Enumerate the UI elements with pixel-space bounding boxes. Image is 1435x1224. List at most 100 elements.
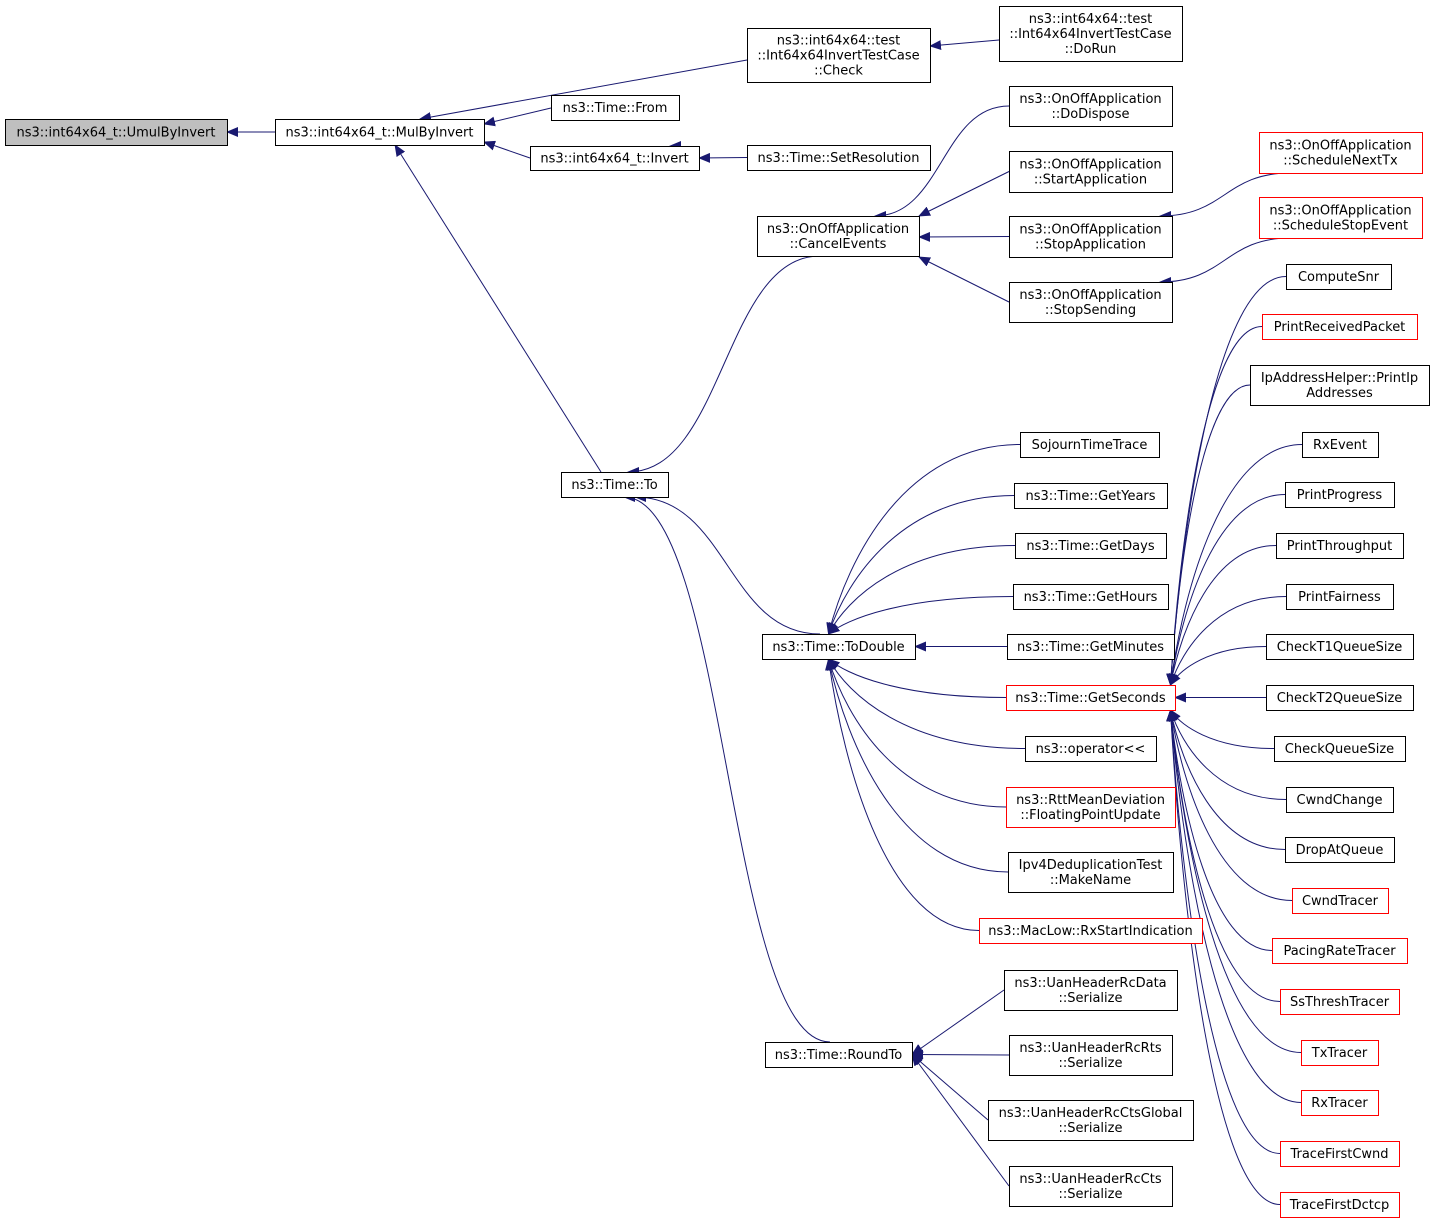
- node-ssthresh[interactable]: SsThreshTracer: [1280, 989, 1400, 1015]
- node-box: [1266, 634, 1414, 660]
- node-printrecv[interactable]: PrintReceivedPacket: [1262, 314, 1418, 340]
- node-dorun[interactable]: ns3::int64x64::test::Int64x64InvertTestC…: [999, 6, 1183, 62]
- node-label: ns3::Time::GetSeconds: [1015, 691, 1166, 706]
- node-checkt2[interactable]: CheckT2QueueSize: [1266, 685, 1414, 711]
- call-edge: [1166, 709, 1273, 951]
- call-edge: [826, 658, 1007, 808]
- node-printthru[interactable]: PrintThroughput: [1276, 533, 1404, 559]
- node-rxtracer[interactable]: RxTracer: [1301, 1090, 1379, 1116]
- call-edge: [911, 1053, 989, 1121]
- node-box: [1280, 1192, 1400, 1218]
- node-label: ::Serialize: [1059, 1056, 1123, 1071]
- node-check[interactable]: ns3::int64x64::test::Int64x64InvertTestC…: [747, 28, 931, 83]
- call-edge: [1167, 494, 1286, 686]
- node-label: ns3::operator<<: [1036, 742, 1146, 757]
- node-stopsend[interactable]: ns3::OnOffApplication::StopSending: [1009, 282, 1173, 323]
- node-label: ::Serialize: [1059, 1187, 1123, 1202]
- node-label: SojournTimeTrace: [1032, 438, 1148, 453]
- call-edge: [825, 658, 980, 931]
- node-dodispose[interactable]: ns3::OnOffApplication::DoDispose: [1009, 86, 1173, 127]
- node-label: ::Check: [814, 64, 863, 79]
- node-uanglobal[interactable]: ns3::UanHeaderRcCtsGlobal::Serialize: [988, 1100, 1194, 1141]
- call-edge: [918, 231, 1010, 242]
- call-edge: [394, 144, 602, 473]
- node-startapp[interactable]: ns3::OnOffApplication::StartApplication: [1009, 151, 1173, 193]
- node-label: ns3::UanHeaderRcData: [1014, 976, 1166, 991]
- node-box: [1280, 1141, 1400, 1167]
- node-setres[interactable]: ns3::Time::SetResolution: [747, 145, 931, 171]
- node-uancts[interactable]: ns3::UanHeaderRcCts::Serialize: [1009, 1166, 1173, 1207]
- node-cwndchange[interactable]: CwndChange: [1286, 787, 1394, 813]
- node-stopapp[interactable]: ns3::OnOffApplication::StopApplication: [1009, 216, 1173, 258]
- node-rxevent[interactable]: RxEvent: [1302, 432, 1379, 458]
- node-days[interactable]: ns3::Time::GetDays: [1015, 533, 1167, 559]
- node-oplt[interactable]: ns3::operator<<: [1025, 736, 1157, 762]
- call-edge: [828, 658, 1026, 749]
- node-seconds[interactable]: ns3::Time::GetSeconds: [1006, 685, 1176, 711]
- node-printfair[interactable]: PrintFairness: [1286, 584, 1394, 610]
- node-label: ::Int64x64InvertTestCase: [1009, 27, 1171, 42]
- node-box: [1266, 685, 1414, 711]
- call-edge: [1167, 444, 1303, 686]
- node-cwndtracer[interactable]: CwndTracer: [1292, 888, 1389, 914]
- edge-layer: [226, 39, 1303, 1205]
- node-box: [1009, 151, 1173, 193]
- node-todouble[interactable]: ns3::Time::ToDouble: [762, 634, 916, 660]
- node-label: TxTracer: [1311, 1046, 1368, 1061]
- node-label: ns3::UanHeaderRcCts: [1019, 1172, 1161, 1187]
- node-box: [1285, 837, 1395, 863]
- node-hours[interactable]: ns3::Time::GetHours: [1013, 584, 1169, 610]
- node-tracedctcp[interactable]: TraceFirstDctcp: [1280, 1192, 1400, 1218]
- node-printprog[interactable]: PrintProgress: [1285, 482, 1395, 508]
- call-edge: [1159, 172, 1291, 221]
- node-umul[interactable]: ns3::int64x64_t::UmulByInvert: [5, 119, 228, 146]
- node-computesnr[interactable]: ComputeSnr: [1286, 264, 1392, 290]
- node-ipv4dedup[interactable]: Ipv4DeduplicationTest::MakeName: [1008, 852, 1174, 893]
- node-box: [530, 146, 700, 171]
- node-box: [5, 119, 228, 146]
- node-checkq[interactable]: CheckQueueSize: [1274, 736, 1406, 762]
- node-label: ns3::Time::To: [571, 478, 657, 493]
- node-from[interactable]: ns3::Time::From: [551, 95, 680, 121]
- node-sojourn[interactable]: SojournTimeTrace: [1020, 432, 1160, 458]
- node-box: [275, 119, 485, 146]
- call-edge: [918, 256, 1010, 303]
- call-edge: [1166, 709, 1281, 1154]
- node-cancel[interactable]: ns3::OnOffApplication::CancelEvents: [757, 216, 920, 257]
- call-edge: [627, 255, 821, 477]
- node-pacing[interactable]: PacingRateTracer: [1272, 938, 1408, 964]
- node-label: ns3::RttMeanDeviation: [1016, 793, 1165, 808]
- node-mulby[interactable]: ns3::int64x64_t::MulByInvert: [275, 119, 485, 146]
- node-minutes[interactable]: ns3::Time::GetMinutes: [1007, 634, 1175, 660]
- node-label: ::MakeName: [1050, 873, 1131, 888]
- node-schednext[interactable]: ns3::OnOffApplication::ScheduleNextTx: [1259, 132, 1423, 174]
- node-label: IpAddressHelper::PrintIp: [1261, 371, 1418, 386]
- node-dropatq[interactable]: DropAtQueue: [1285, 837, 1395, 863]
- node-label: ns3::int64x64_t::MulByInvert: [285, 126, 473, 141]
- node-box: [747, 145, 931, 171]
- node-label: ns3::Time::GetDays: [1026, 539, 1154, 554]
- node-years[interactable]: ns3::Time::GetYears: [1014, 483, 1168, 509]
- node-checkt1[interactable]: CheckT1QueueSize: [1266, 634, 1414, 660]
- node-schedstop[interactable]: ns3::OnOffApplication::ScheduleStopEvent: [1259, 197, 1423, 239]
- node-uandata[interactable]: ns3::UanHeaderRcData::Serialize: [1004, 970, 1178, 1011]
- node-uanrts[interactable]: ns3::UanHeaderRcRts::Serialize: [1009, 1035, 1173, 1076]
- node-label: ns3::OnOffApplication: [1019, 288, 1161, 303]
- node-box: [551, 95, 680, 121]
- node-rtt[interactable]: ns3::RttMeanDeviation::FloatingPointUpda…: [1006, 787, 1176, 828]
- node-label: ns3::Time::GetHours: [1024, 590, 1158, 605]
- node-to[interactable]: ns3::Time::To: [561, 472, 669, 498]
- node-maclow[interactable]: ns3::MacLow::RxStartIndication: [979, 918, 1203, 944]
- call-edge: [1169, 646, 1267, 686]
- node-label: ns3::Time::ToDouble: [772, 640, 904, 655]
- call-edge: [634, 492, 821, 635]
- node-tracecwnd[interactable]: TraceFirstCwnd: [1280, 1141, 1400, 1167]
- node-roundto[interactable]: ns3::Time::RoundTo: [765, 1042, 913, 1068]
- node-label: ::DoRun: [1065, 42, 1117, 57]
- node-label: CheckT1QueueSize: [1277, 640, 1403, 655]
- node-label: ns3::MacLow::RxStartIndication: [988, 924, 1192, 939]
- node-invert[interactable]: ns3::int64x64_t::Invert: [530, 146, 700, 171]
- node-txtracer[interactable]: TxTracer: [1301, 1040, 1379, 1066]
